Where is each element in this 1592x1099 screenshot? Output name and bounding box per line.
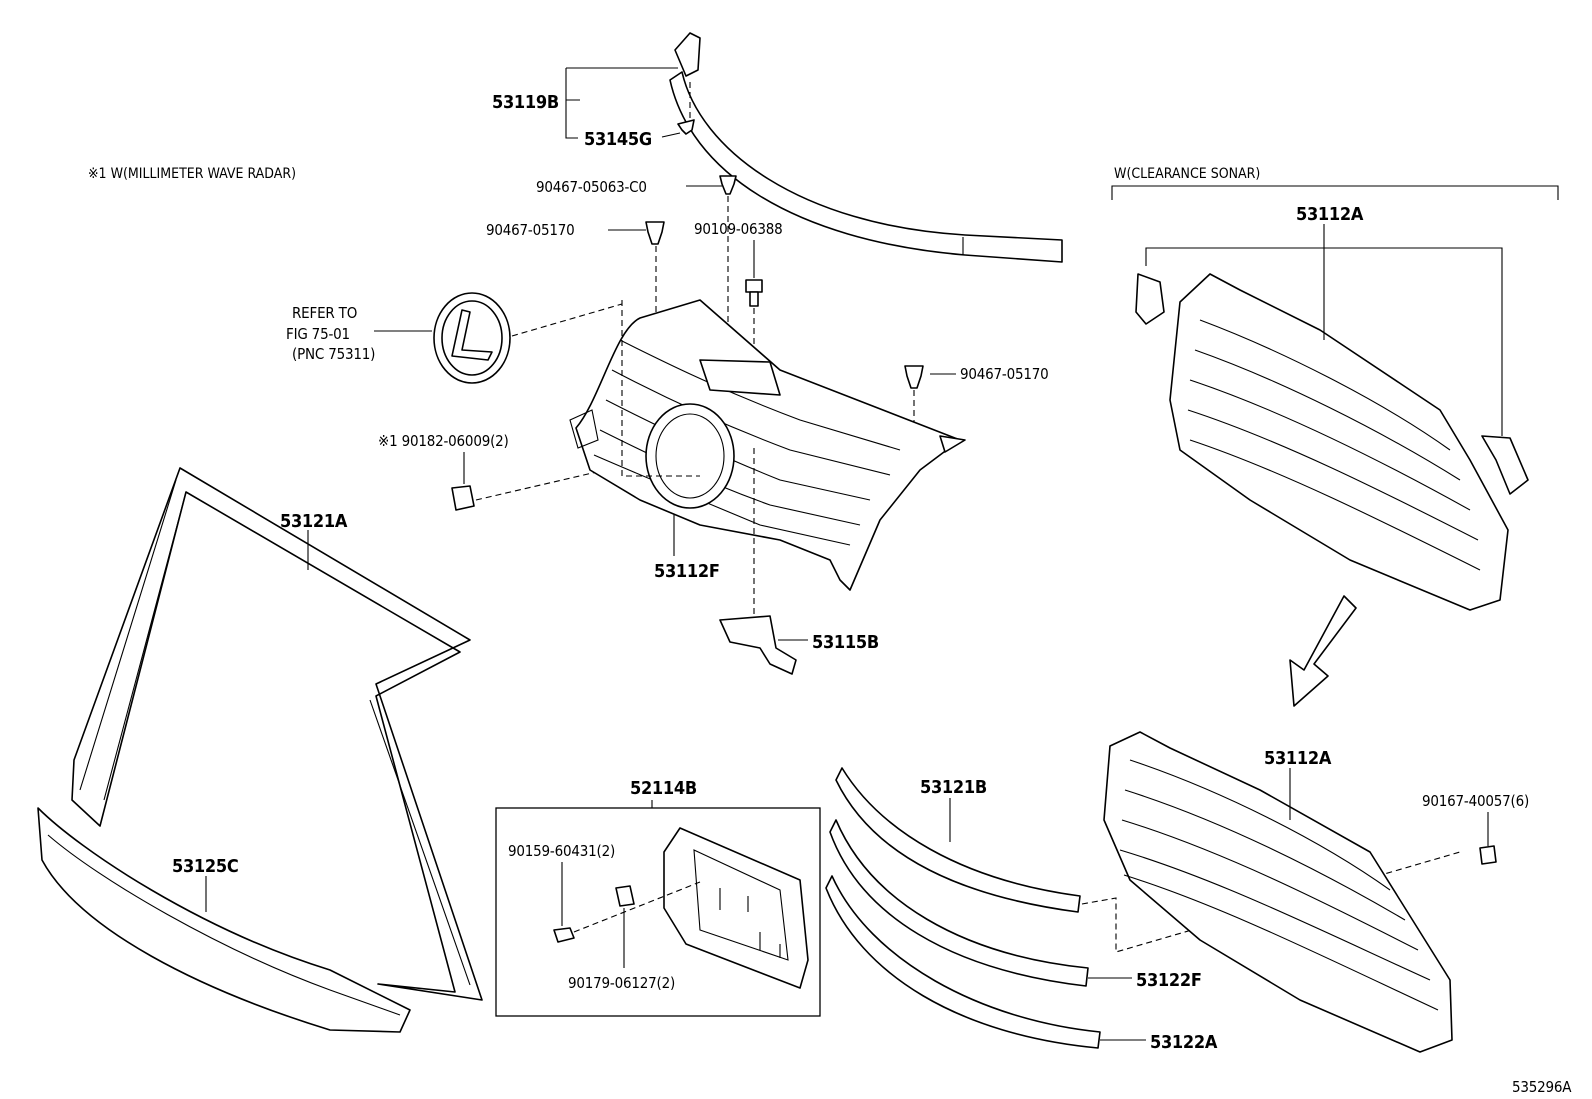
nut-90179-06127 bbox=[615, 885, 635, 907]
label-90467-05063-c0: 90467-05063-C0 bbox=[536, 178, 647, 196]
screw-90159-60431 bbox=[553, 927, 575, 943]
bolt-90109-06388 bbox=[745, 279, 763, 307]
label-53145g: 53145G bbox=[584, 129, 652, 150]
label-53112f: 53112F bbox=[654, 561, 720, 582]
lower-molding-53125c bbox=[37, 807, 411, 1033]
label-90167-40057: 90167-40057(6) bbox=[1422, 792, 1529, 810]
sonar-note: W(CLEARANCE SONAR) bbox=[1114, 166, 1260, 182]
molding-53121b bbox=[835, 767, 1081, 913]
label-53125c: 53125C bbox=[172, 856, 238, 877]
grille-53112a bbox=[1103, 731, 1453, 1053]
label-53115b: 53115B bbox=[812, 632, 879, 653]
label-90467-05170-b: 90467-05170 bbox=[960, 365, 1049, 383]
label-53122f: 53122F bbox=[1136, 970, 1202, 991]
label-90159-60431: 90159-60431(2) bbox=[508, 842, 615, 860]
clip-90467-05063-c0 bbox=[719, 175, 737, 195]
label-90467-05170-a: 90467-05170 bbox=[486, 221, 575, 239]
grille-frame-molding-53121a bbox=[71, 467, 483, 1001]
grille-53112a-sonar bbox=[1135, 273, 1529, 611]
clip-53145g bbox=[677, 82, 695, 135]
molding-53122a bbox=[825, 875, 1101, 1049]
clip-90467-05170-b bbox=[904, 365, 924, 389]
label-53121b: 53121B bbox=[920, 777, 987, 798]
upper-molding-53119b bbox=[669, 32, 1063, 263]
label-53112a-top: 53112A bbox=[1296, 204, 1364, 225]
radiator-grille-53112f bbox=[569, 299, 966, 591]
label-53112a-bottom: 53112A bbox=[1264, 748, 1332, 769]
license-bracket-box bbox=[495, 807, 821, 1017]
molding-53122f bbox=[829, 819, 1089, 987]
radar-note: ※1 W(MILLIMETER WAVE RADAR) bbox=[88, 166, 296, 182]
down-left-arrow-icon bbox=[1289, 595, 1357, 707]
grille-bracket-53115b bbox=[719, 615, 797, 675]
label-53122a: 53122A bbox=[1150, 1032, 1218, 1053]
label-52114b: 52114B bbox=[630, 778, 697, 799]
license-plate-bracket-52114b bbox=[663, 827, 809, 989]
label-53121a: 53121A bbox=[280, 511, 348, 532]
refer-to-line2: FIG 75-01 bbox=[286, 325, 350, 343]
label-90179-06127: 90179-06127(2) bbox=[568, 974, 675, 992]
radar-bracket-90182-06009 bbox=[451, 485, 475, 511]
label-90182-06009: ※1 90182-06009(2) bbox=[378, 432, 509, 450]
label-90109-06388: 90109-06388 bbox=[694, 220, 783, 238]
lexus-emblem-icon bbox=[433, 292, 511, 384]
refer-to-line1: REFER TO bbox=[292, 304, 357, 322]
clip-90467-05170-a bbox=[645, 221, 665, 245]
illustration-id: 535296A bbox=[1512, 1078, 1572, 1096]
refer-to-line3: (PNC 75311) bbox=[292, 345, 375, 363]
label-53119b: 53119B bbox=[492, 92, 559, 113]
screw-90167-40057 bbox=[1479, 845, 1497, 865]
